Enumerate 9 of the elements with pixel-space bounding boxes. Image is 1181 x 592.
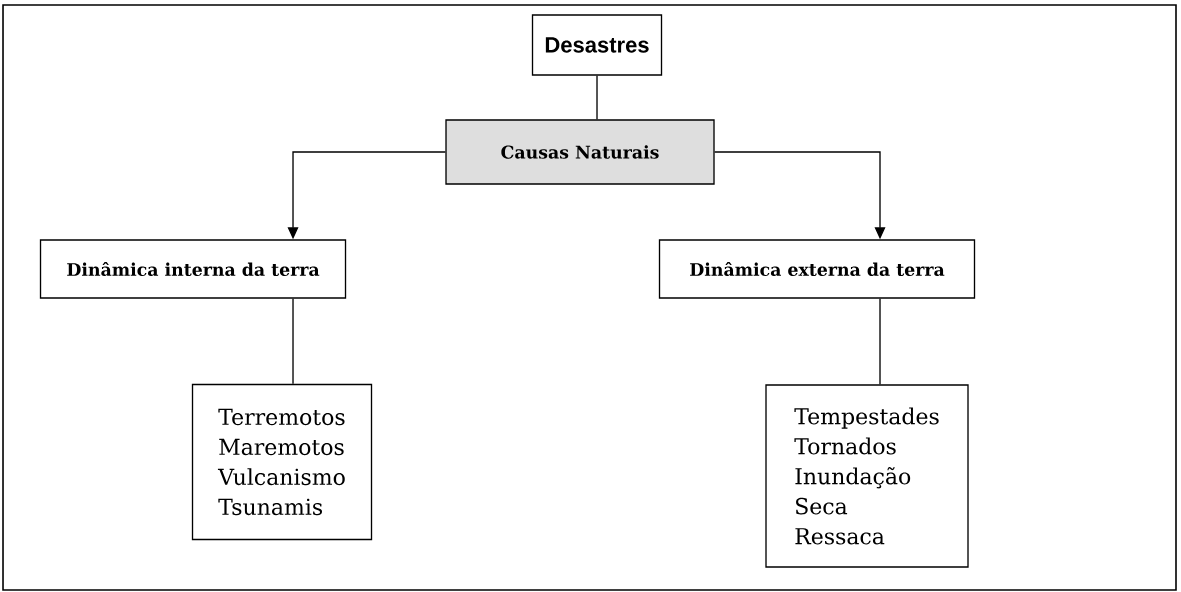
- category-box: Dinâmica externa da terra: [658, 239, 976, 299]
- title-box: Desastres: [531, 14, 663, 76]
- connector: [879, 298, 881, 385]
- category-box: Causas Naturais: [445, 119, 715, 185]
- list-box: Terremotos Maremotos Vulcanismo Tsunamis: [191, 383, 373, 541]
- category-box: Dinâmica interna da terra: [39, 239, 347, 299]
- connector: [596, 75, 598, 120]
- connector: [292, 298, 294, 385]
- list-box: Tempestades Tornados Inundação Seca Ressaca: [765, 384, 969, 568]
